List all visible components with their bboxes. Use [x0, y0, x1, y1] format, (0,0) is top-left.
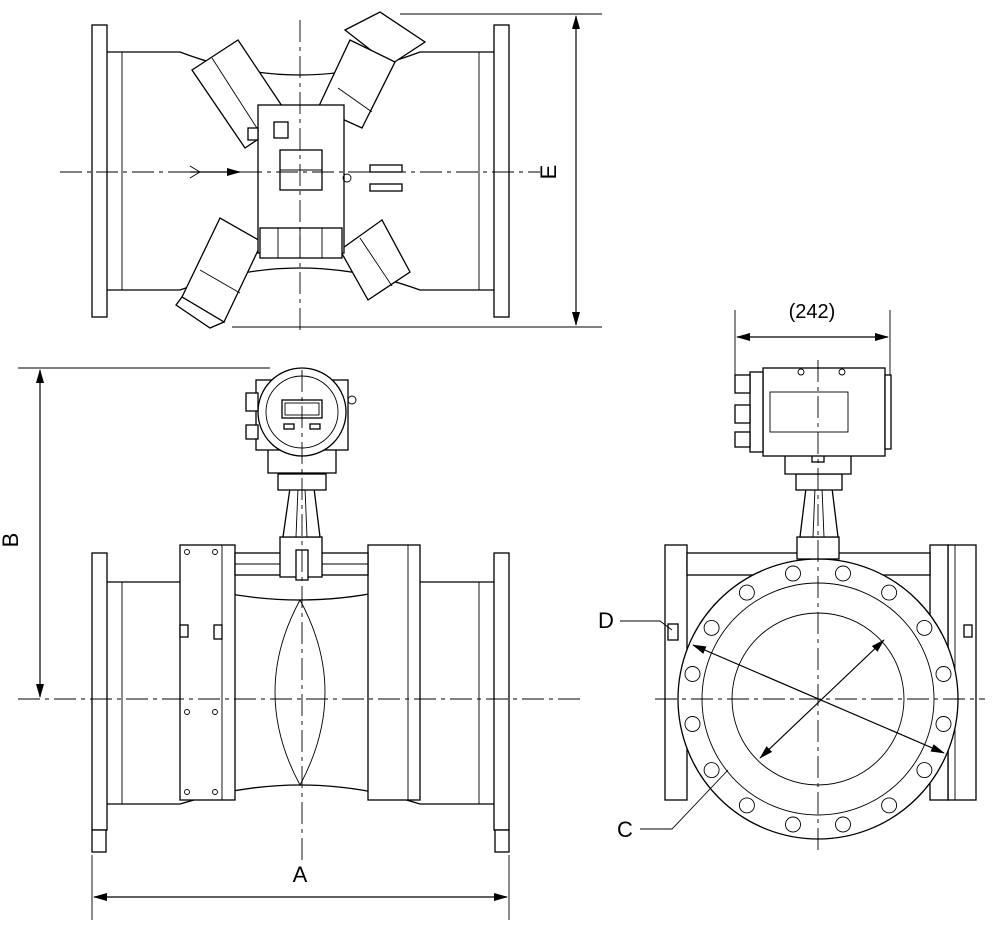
dimension-label-width: (242) — [789, 301, 836, 323]
bolt-hole — [881, 797, 898, 814]
bolt-hole — [916, 762, 933, 779]
dimension-label-c: C — [617, 817, 633, 842]
front-view — [18, 367, 580, 920]
bolt-hole — [703, 619, 720, 636]
dimension-label-a: A — [293, 862, 308, 887]
side-view — [620, 310, 985, 850]
dimension-label-b: B — [0, 533, 23, 548]
bolt-hole — [835, 816, 851, 833]
bolt-hole — [785, 816, 801, 833]
bolt-hole — [881, 584, 898, 601]
bolt-hole — [835, 565, 851, 582]
bolt-hole — [916, 619, 933, 636]
bolt-hole — [738, 584, 755, 601]
top-view — [60, 11, 602, 330]
bolt-hole — [785, 565, 801, 582]
dimension-label-e: E — [536, 165, 561, 180]
bolt-hole — [738, 797, 755, 814]
dimension-label-d: D — [598, 608, 614, 633]
bolt-hole — [703, 762, 720, 779]
